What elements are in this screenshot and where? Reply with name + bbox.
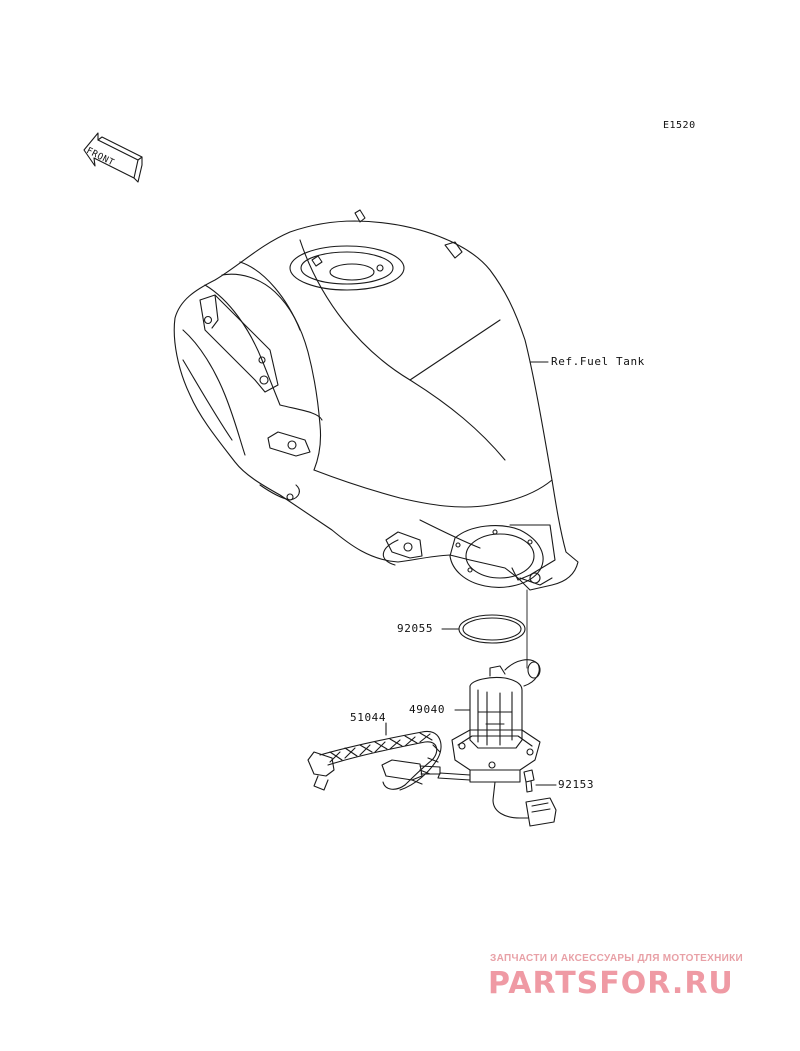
watermark-logo[interactable]: PARTSFOR.RU [488,966,734,1001]
bolt-part [523,769,535,793]
watermark-subtitle: ЗАПЧАСТИ И АКСЕССУАРЫ ДЛЯ МОТОТЕХНИКИ [490,953,743,964]
fuel-tank-outline [173,209,579,591]
part-label-92153[interactable]: 92153 [558,778,595,791]
fuel-pump-part [437,659,557,827]
part-label-51044[interactable]: 51044 [350,711,387,724]
part-label-49040[interactable]: 49040 [409,703,446,716]
fuel-hose-part [307,730,442,791]
o-ring-part [458,614,526,644]
part-label-92055[interactable]: 92055 [397,622,434,635]
diagram-code: E1520 [663,120,696,131]
ref-fuel-tank-label: Ref.Fuel Tank [551,355,645,368]
front-arrow-icon [83,132,143,183]
